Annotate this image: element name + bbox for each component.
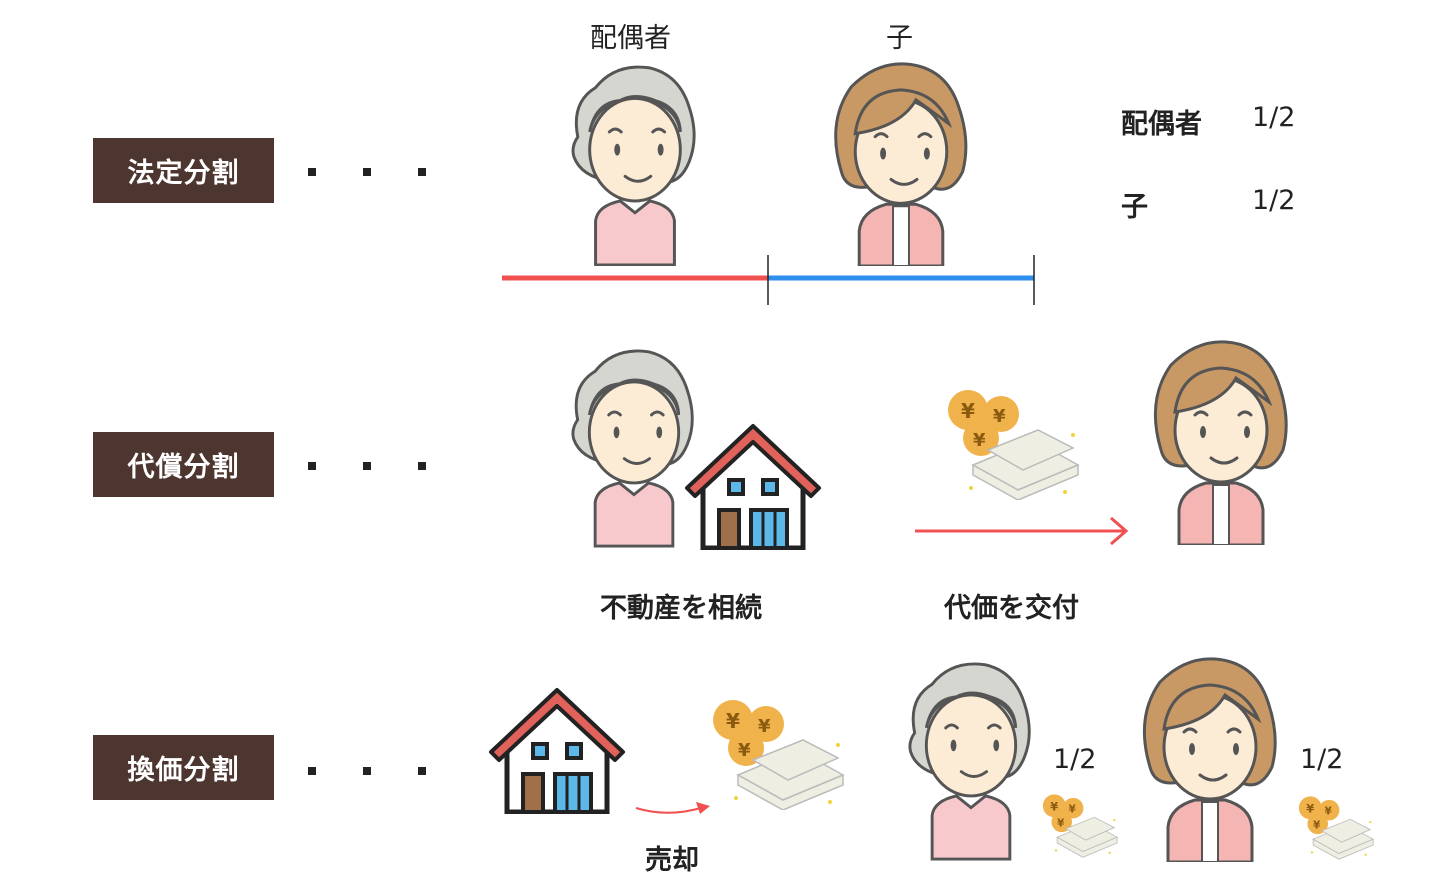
child-figure bbox=[831, 62, 971, 266]
money-icon bbox=[1296, 790, 1376, 860]
child-figure bbox=[1151, 340, 1291, 545]
spouse-figure bbox=[566, 345, 702, 548]
house-icon bbox=[683, 420, 823, 550]
money-icon bbox=[1040, 788, 1120, 858]
spouse-share: 1/2 bbox=[1053, 744, 1097, 775]
spouse-figure bbox=[566, 62, 704, 266]
share-heir-spouse: 配偶者 bbox=[1121, 109, 1202, 140]
child-figure bbox=[1140, 657, 1280, 862]
sale-caption: 売却 bbox=[645, 845, 699, 876]
money-icon bbox=[943, 380, 1083, 500]
label-legal-division: 法定分割 bbox=[93, 138, 274, 203]
share-heir-child: 子 bbox=[1121, 192, 1148, 223]
transfer-arrow bbox=[915, 516, 1129, 546]
leader-dots bbox=[308, 168, 426, 176]
leader-dots bbox=[308, 462, 426, 470]
pay-caption: 代価を交付 bbox=[944, 593, 1079, 624]
money-icon bbox=[708, 690, 848, 810]
leader-dots bbox=[308, 767, 426, 775]
spouse-figure bbox=[903, 657, 1039, 862]
label-conversion-division: 換価分割 bbox=[93, 735, 274, 800]
sale-arrow bbox=[635, 802, 710, 814]
share-value-child: 1/2 bbox=[1252, 185, 1296, 216]
share-bar bbox=[502, 255, 1035, 305]
child-label: 子 bbox=[886, 23, 913, 54]
inherit-caption: 不動産を相続 bbox=[600, 593, 762, 624]
share-value-spouse: 1/2 bbox=[1252, 102, 1296, 133]
label-compensation-division: 代償分割 bbox=[93, 432, 274, 497]
spouse-label: 配偶者 bbox=[590, 23, 671, 54]
child-share: 1/2 bbox=[1300, 744, 1344, 775]
house-icon bbox=[486, 684, 628, 814]
